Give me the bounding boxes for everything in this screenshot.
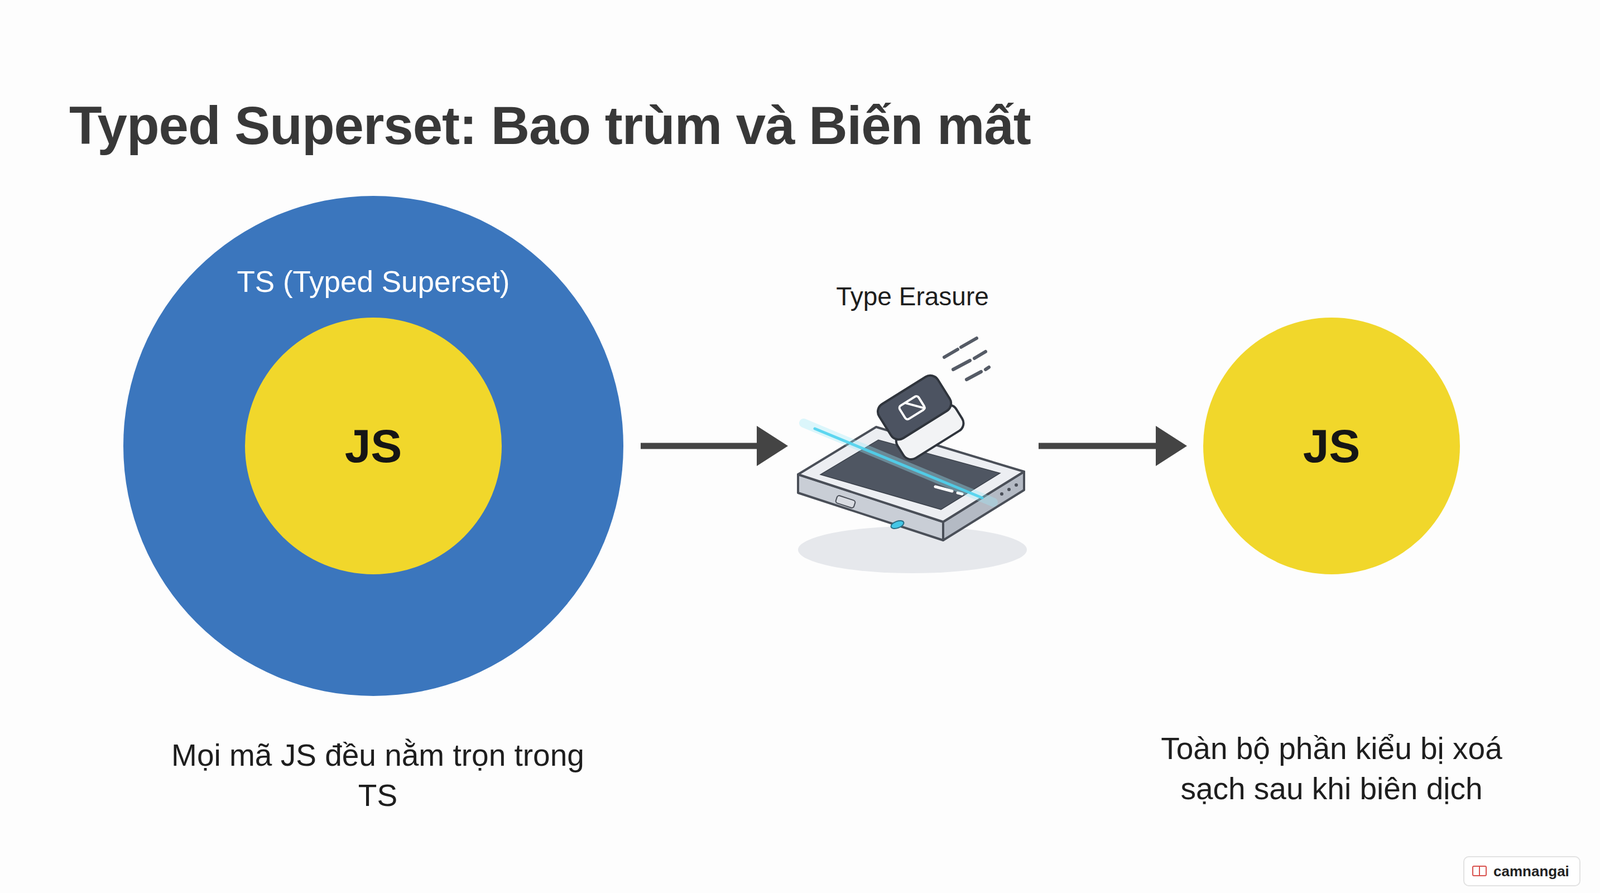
eraser-device-illustration (792, 312, 1033, 581)
arrow-head (756, 425, 789, 466)
slide-title: Typed Superset: Bao trùm và Biến mất (69, 95, 1031, 156)
node-text: Type Erasure (792, 281, 1033, 312)
type-erasure-step: Type Erasure (792, 279, 1033, 592)
watermark: camnangai (1463, 856, 1581, 887)
superset-circle: TS (Typed Superset) JS (123, 195, 624, 696)
js-output-circle: JS (1203, 317, 1460, 575)
js-circle: JS (244, 317, 502, 575)
arrow-shaft (1038, 443, 1159, 450)
node-text: JS (244, 317, 502, 575)
flow-arrow (1038, 425, 1188, 466)
watermark-icon (1472, 864, 1487, 877)
caption-left: Mọi mã JS đều nằm trọn trong TS (154, 735, 602, 816)
node-text: TS (Typed Superset) (123, 263, 624, 300)
arrow-shaft (640, 443, 759, 450)
node-text: JS (1203, 317, 1460, 575)
flow-arrow (640, 425, 789, 466)
caption-right: Toàn bộ phần kiểu bị xoá sạch sau khi bi… (1136, 728, 1527, 809)
arrow-head (1155, 425, 1188, 466)
